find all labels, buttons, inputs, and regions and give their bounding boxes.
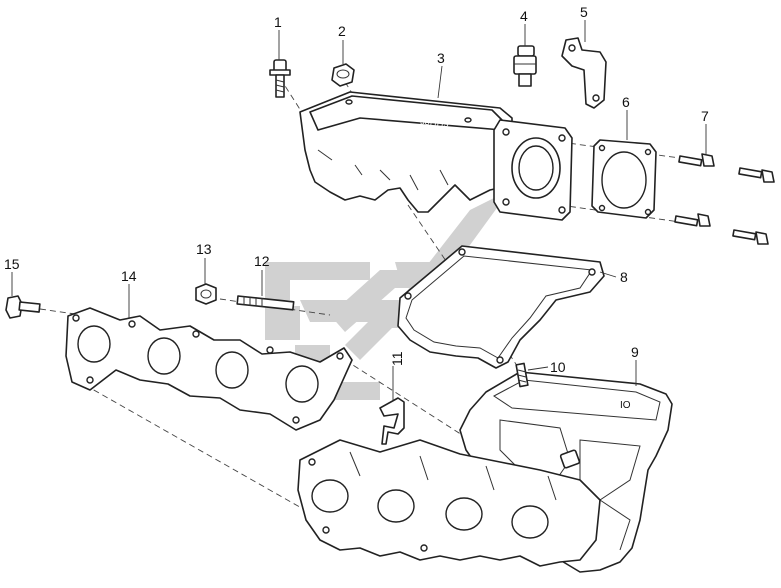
part-13-nut [195,283,217,305]
exhaust-manifold [297,439,601,567]
callout-leader-lines [11,20,707,400]
callout-4: 4 [520,8,528,24]
callout-7: 7 [701,108,709,124]
part-4-sensor [513,45,537,87]
callout-15: 15 [4,256,20,272]
part-9-intake-lower: IO [459,371,673,573]
part-2-nut [331,63,355,87]
svg-text:ɔǝ⊓⊓ɘ: ɔǝ⊓⊓ɘ [420,116,449,129]
part-5-bracket [561,37,607,109]
part-8-plenum-gasket [397,245,605,369]
callout-8: 8 [620,269,628,285]
callout-2: 2 [338,23,346,39]
callout-5: 5 [580,4,588,20]
callout-9: 9 [631,344,639,360]
part-15-bolt [5,295,41,319]
callout-labels: 1 2 3 4 5 6 7 8 9 10 11 12 13 14 15 [4,4,709,375]
callout-10: 10 [550,359,566,375]
callout-13: 13 [196,241,212,257]
callout-1: 1 [274,14,282,30]
callout-6: 6 [622,94,630,110]
part-14-exhaust-gasket [65,307,353,431]
part-1-bolt [269,59,291,98]
part-12-stud [236,295,295,311]
part-6-gasket [591,139,657,219]
callout-14: 14 [121,268,137,284]
part-10-stud [515,362,529,388]
part-3-intake-plenum: ɔǝ⊓⊓ɘ [299,91,573,221]
callout-11: 11 [389,351,405,366]
part-11-clip [379,397,405,445]
embossed-marking: IO [620,400,631,411]
callout-12: 12 [254,253,270,269]
part-7-bolts [674,153,775,245]
callout-3: 3 [437,50,445,66]
